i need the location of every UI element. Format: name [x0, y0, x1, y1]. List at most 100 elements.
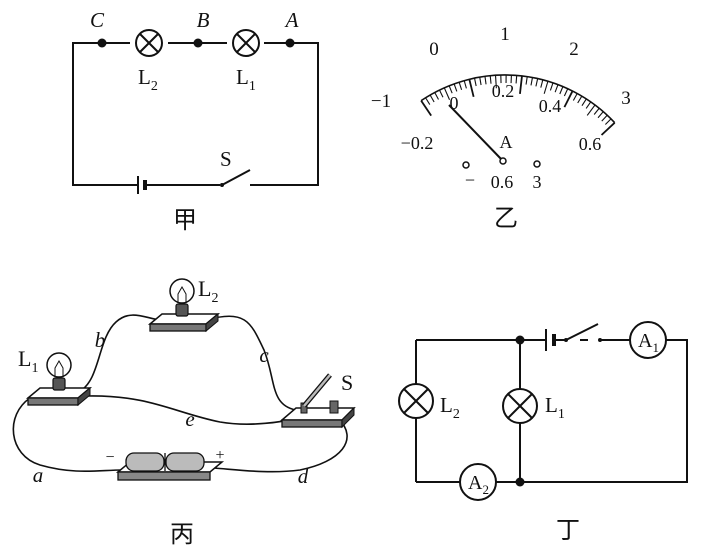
bing-switch — [279, 373, 356, 429]
yi-scale-tick — [593, 107, 600, 115]
yi-terminal-3 — [533, 160, 541, 168]
yi-pointer — [448, 104, 504, 162]
ding-battery — [545, 329, 566, 351]
bing-wire-c-label: c — [259, 343, 269, 367]
jia-dot-a — [285, 38, 295, 48]
bing-wire-c — [204, 315, 297, 411]
yi-scale-tick — [601, 114, 608, 122]
yi-scale-tick — [420, 100, 432, 117]
yi-terminal-0.6-label: 0.6 — [491, 172, 514, 192]
yi-scale-tick — [530, 77, 534, 86]
yi-scale-tick — [519, 75, 523, 94]
yi-scale-tick — [494, 75, 497, 89]
bing-wire-a — [12, 397, 123, 473]
jia-lamp-l1-label: L1 — [236, 65, 256, 94]
yi-top-0: 0 — [429, 39, 439, 60]
ding-lamp-l2-label: L2 — [440, 393, 460, 422]
yi-scale-tick — [554, 84, 559, 93]
yi-top-1: 1 — [500, 24, 510, 45]
yi-scale-tick — [443, 87, 451, 100]
yi-scale-tick — [535, 78, 539, 87]
ding-caption: 丁 — [556, 516, 580, 544]
jia-battery — [130, 176, 220, 194]
yi-scale-tick — [572, 93, 578, 101]
yi-scale-tick — [448, 85, 453, 94]
yi-scale-tick — [515, 75, 518, 84]
yi-scale-tick — [577, 95, 583, 104]
ding-circuit: A1 A2 L2 L1 丁 — [398, 321, 688, 544]
bing-battery-minus: − — [105, 449, 114, 466]
yi-scale-tick — [597, 111, 604, 119]
yi-scale-tick — [604, 118, 612, 125]
bing-battery-plus: + — [215, 447, 224, 464]
bing-lamp-l2 — [147, 278, 221, 333]
bing-wire-d — [213, 417, 348, 473]
yi-top-3: 3 — [621, 88, 631, 109]
yi-terminal-neg — [462, 161, 470, 169]
yi-scale-tick — [559, 86, 564, 95]
yi-pointer-pivot — [499, 157, 507, 165]
yi-scale-tick — [434, 92, 439, 100]
ding-ammeter-a1 — [629, 321, 667, 359]
bing-lamp-l1 — [25, 352, 93, 407]
yi-bottom-0.6: 0.6 — [579, 134, 602, 154]
yi-scale-tick — [489, 75, 492, 84]
yi-scale-tick — [600, 122, 616, 136]
yi-scale-tick — [473, 78, 477, 87]
ding-ammeter-a2-label: A2 — [468, 472, 489, 497]
jia-lamp-l1 — [232, 29, 260, 57]
yi-scale-tick — [463, 80, 467, 89]
jia-label-c: C — [90, 8, 105, 32]
yi-scale-tick — [543, 81, 549, 94]
yi-ammeter: 0 1 2 3 −1 0 0.2 0.4 0.6 −0.2 A − 0.6 3 … — [371, 24, 631, 232]
yi-unit: A — [500, 132, 513, 152]
jia-wire-left — [72, 42, 130, 186]
yi-scale-tick — [479, 77, 482, 86]
yi-scale-tick — [458, 82, 463, 90]
yi-scale-tick — [468, 79, 475, 97]
bing-lamp-l1-label: L1 — [18, 346, 38, 376]
bing-wire-e-label: e — [185, 407, 194, 431]
jia-switch-label: S — [220, 147, 232, 171]
yi-top-2: 2 — [569, 39, 579, 60]
bing-wire-a-label: a — [33, 463, 44, 487]
ding-lamp-l1-label: L1 — [545, 393, 565, 422]
yi-scale-tick — [540, 79, 544, 88]
yi-scale-tick — [425, 97, 431, 105]
ding-node-bottom — [515, 477, 525, 487]
ding-node-top — [515, 335, 525, 345]
yi-bottom-0.2: 0.2 — [492, 81, 515, 101]
yi-terminal-neg-label: − — [465, 170, 475, 190]
bing-caption: 丙 — [170, 520, 194, 548]
yi-scale-tick — [563, 88, 569, 97]
ding-ammeter-a1-label: A1 — [638, 330, 659, 355]
jia-lamp-l2-label: L2 — [138, 65, 158, 94]
yi-scale-tick — [563, 90, 574, 108]
jia-circuit: C B A L2 L1 S 甲 — [72, 8, 319, 234]
yi-scale-tick — [586, 104, 596, 116]
bing-lamp-l2-label: L2 — [198, 276, 218, 306]
yi-scale-ticks — [420, 74, 616, 136]
yi-bottom-0.4: 0.4 — [539, 96, 562, 116]
jia-lamp-l2 — [135, 29, 163, 57]
jia-dot-c — [97, 38, 107, 48]
yi-scale-tick — [581, 98, 587, 106]
ding-lamp-l2 — [398, 383, 434, 419]
yi-left-neg1: −1 — [371, 91, 391, 112]
yi-caption: 乙 — [494, 204, 518, 232]
bing-wire-d-label: d — [298, 464, 309, 488]
ding-lamp-l1 — [502, 388, 538, 424]
bing-wire-b-label: b — [95, 328, 106, 352]
yi-scale-tick — [525, 76, 528, 85]
bing-switch-label: S — [341, 370, 353, 395]
ding-ammeter-a2 — [459, 463, 497, 501]
jia-label-b: B — [197, 8, 210, 32]
bing-battery — [115, 452, 225, 481]
jia-switch — [220, 169, 251, 187]
jia-dot-b — [193, 38, 203, 48]
ding-switch — [564, 323, 602, 342]
yi-scale-tick — [549, 82, 554, 91]
ding-wire-right-bottom — [496, 339, 688, 483]
jia-caption: 甲 — [173, 206, 197, 234]
